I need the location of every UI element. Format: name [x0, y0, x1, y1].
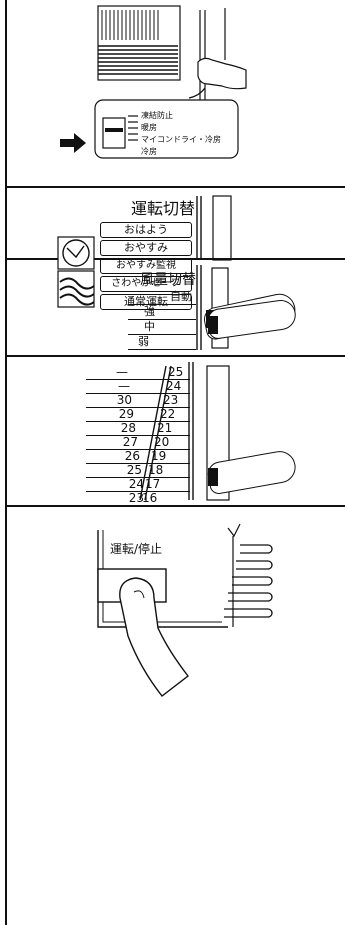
- temp-left-value: —: [86, 366, 144, 380]
- panel-divider: [5, 186, 345, 188]
- right-arrow-icon: [60, 133, 86, 153]
- temp-right-value[interactable]: 22: [140, 408, 190, 422]
- mode-good-night-button[interactable]: おやすみ: [100, 240, 192, 256]
- temp-left-value: 25: [86, 464, 144, 478]
- temp-left-value: 30: [86, 394, 144, 408]
- hand-icon: [197, 57, 247, 90]
- panel-run-stop: [5, 523, 273, 925]
- temperature-scale-right: 25 24 23 22 21 20 19 18 17 16: [140, 366, 190, 506]
- panel-louver-selector: 凍結防止 暖房 マイコンドライ・冷房 冷房: [60, 5, 247, 159]
- wave-icon: [57, 270, 95, 308]
- temp-right-value[interactable]: 20: [140, 436, 190, 450]
- selector-callout: [94, 99, 239, 159]
- temp-left-value: 24: [86, 478, 144, 492]
- temperature-scale-left: — — 30 29 28 27 26 25 24 23: [86, 366, 144, 506]
- clock-icon: [57, 236, 95, 270]
- panel-divider: [5, 355, 345, 357]
- temp-left-value: 27: [86, 436, 144, 450]
- temp-right-value[interactable]: 16: [140, 492, 190, 506]
- panel-mode-switch: 運転切替: [57, 195, 232, 308]
- temp-left-value: 26: [86, 450, 144, 464]
- fan-level-mid[interactable]: 中: [128, 320, 196, 335]
- temp-right-value[interactable]: 21: [140, 422, 190, 436]
- mode-list: おはよう おやすみ おやすみ監視 さわやかセーブ 通常運転: [100, 222, 192, 310]
- selector-label: 凍結防止: [141, 110, 173, 120]
- panel-divider: [5, 505, 345, 507]
- mode-switch-title: 運転切替: [131, 199, 195, 218]
- mode-good-morning-button[interactable]: おはよう: [100, 222, 192, 238]
- run-stop-label: 運転/停止: [110, 542, 163, 556]
- fan-level-low[interactable]: 弱: [128, 335, 196, 350]
- temp-left-value: 29: [86, 408, 144, 422]
- fan-level-high[interactable]: 強: [128, 305, 196, 320]
- fan-slider-knob[interactable]: [208, 316, 218, 334]
- manual-illustration-frame: [5, 0, 347, 925]
- vent-slots: [224, 544, 273, 618]
- temp-right-value[interactable]: 24: [140, 380, 190, 394]
- selector-label: マイコンドライ・冷房: [141, 134, 221, 144]
- temp-right-value[interactable]: 19: [140, 450, 190, 464]
- fan-speed-list: 自動 強 中 弱: [128, 290, 196, 350]
- hand-icon: [119, 577, 189, 697]
- temp-left-value: —: [86, 380, 144, 394]
- temp-right-value[interactable]: 17: [140, 478, 190, 492]
- mode-fresh-save-button[interactable]: さわやかセーブ: [100, 276, 192, 292]
- temp-left-value: 28: [86, 422, 144, 436]
- fan-speed-title: 風量切替: [140, 272, 196, 288]
- temp-right-value[interactable]: 23: [140, 394, 190, 408]
- panel-divider: [5, 258, 345, 260]
- fan-level-auto[interactable]: 自動: [128, 290, 196, 305]
- selector-label: 冷房: [141, 146, 157, 156]
- temp-left-value: 23: [86, 492, 144, 506]
- temp-right-value[interactable]: 18: [140, 464, 190, 478]
- temp-right-value[interactable]: 25: [140, 366, 190, 380]
- temperature-slider-knob[interactable]: [208, 468, 218, 486]
- unit-grille: [97, 5, 226, 100]
- mode-night-monitor-button[interactable]: おやすみ監視: [100, 258, 192, 274]
- selector-label: 暖房: [141, 122, 157, 132]
